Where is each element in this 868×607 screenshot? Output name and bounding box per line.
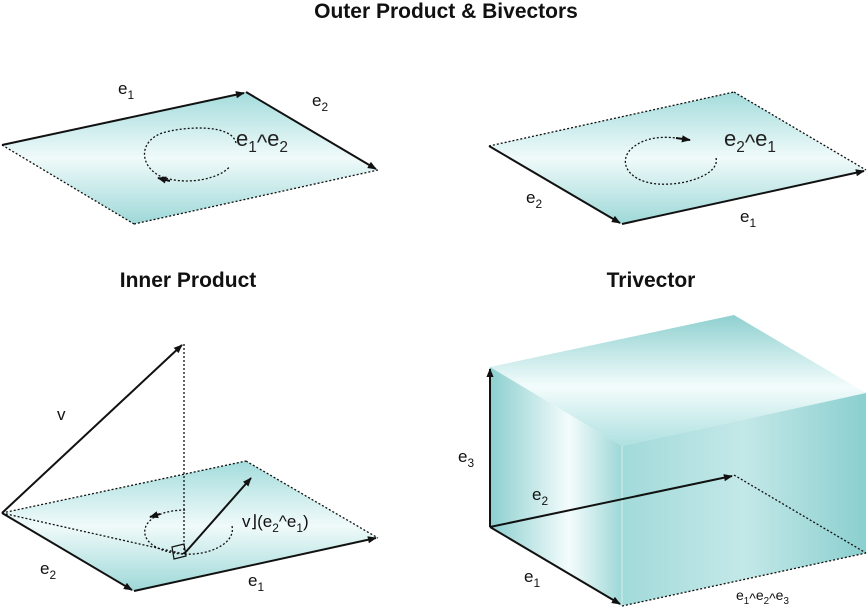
label-e1: e1 [248, 571, 264, 594]
box-right-face [622, 393, 866, 606]
bivector-e1-e2-panel: e1 e2 e1^e2 [1, 79, 379, 225]
vector-e1 [1, 91, 245, 146]
bivector-plane [2, 461, 378, 591]
inner-product-panel: v e2 e1 v⌋(e2^e1) [1, 344, 379, 594]
orientation-arrow [149, 511, 161, 519]
label-e1-wedge-e2: e1^e2 [236, 126, 288, 156]
label-e1: e1 [524, 567, 540, 590]
title-trivector: Trivector [607, 269, 696, 292]
vector-v [1, 344, 183, 514]
orientation-circle [144, 127, 237, 182]
vector-e1 [133, 536, 377, 592]
right-angle-marker [171, 543, 187, 560]
label-e1: e1 [118, 79, 134, 102]
plane-edge [733, 91, 867, 171]
vector-v-contract-bivector [183, 477, 252, 555]
label-e2: e2 [40, 559, 56, 582]
projection-line [1, 512, 185, 555]
label-e1-wedge-e2-wedge-e3: e1^e2^e3 [736, 587, 789, 607]
vector-e2 [245, 91, 377, 170]
plane-edge [133, 169, 379, 225]
label-e2: e2 [312, 91, 328, 114]
vector-e1 [489, 526, 621, 605]
label-v-contract-e2-wedge-e1: v⌋(e2^e1) [242, 512, 309, 535]
label-e3: e3 [458, 447, 474, 470]
vector-e1 [621, 169, 865, 225]
vector-e2 [1, 512, 133, 591]
label-e1: e1 [740, 207, 756, 230]
label-e2-wedge-e1: e2^e1 [724, 126, 776, 156]
orientation-arrow [157, 176, 171, 184]
plane-edge [488, 91, 735, 147]
trivector-panel: e3 e2 e1 e1^e2^e3 [458, 315, 867, 607]
title-inner-product: Inner Product [120, 269, 257, 292]
plane-edge [1, 460, 247, 514]
orientation-circle [144, 509, 233, 555]
title-outer-product: Outer Product & Bivectors [314, 0, 578, 23]
box-bottom-edge [621, 552, 867, 607]
vector-e2 [489, 474, 733, 528]
bivector-plane [489, 92, 866, 224]
vector-e2 [488, 145, 621, 224]
label-e2: e2 [532, 485, 548, 508]
box-hidden-edge [733, 474, 867, 554]
bivector-e2-e1-panel: e2 e1 e2^e1 [488, 91, 867, 230]
plane-edge [1, 144, 135, 225]
plane-edge [245, 460, 379, 539]
label-e2: e2 [526, 188, 542, 211]
orientation-circle [624, 136, 717, 185]
orientation-arrow [675, 135, 691, 143]
label-v: v [57, 405, 66, 424]
box-top-face [490, 315, 866, 446]
